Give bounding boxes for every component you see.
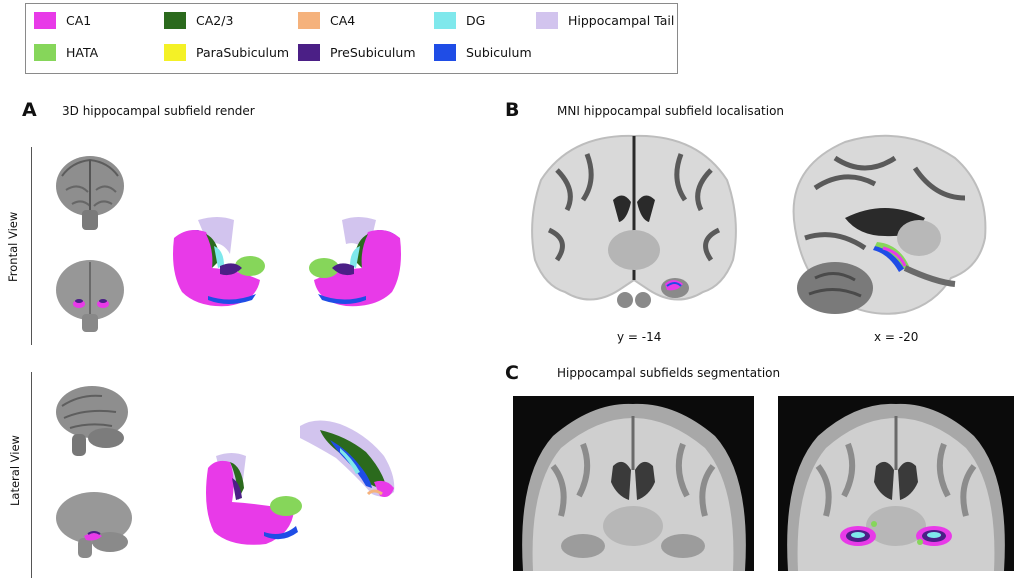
legend-item-presubiculum: PreSubiculum xyxy=(298,44,416,61)
legend-label: HATA xyxy=(66,45,99,60)
mni-coronal-slice xyxy=(531,134,737,308)
panel-c-title: Hippocampal subfields segmentation xyxy=(557,366,781,380)
sagittal-coordinate: x = -20 xyxy=(874,330,919,344)
hippocampus-lateral-left xyxy=(206,453,302,545)
legend-item-dg: DG xyxy=(434,12,485,29)
legend-box: CA1 CA2/3 CA4 DG Hippocampal Tail HATA P… xyxy=(25,3,678,74)
frontal-brain-section xyxy=(56,260,124,332)
legend-label: DG xyxy=(466,13,486,28)
legend-swatch xyxy=(164,12,186,29)
legend-swatch xyxy=(536,12,558,29)
hippocampus-lateral-right xyxy=(300,420,395,497)
legend-item-parasubiculum: ParaSubiculum xyxy=(164,44,289,61)
legend-label: Subiculum xyxy=(466,45,532,60)
hippocampus-frontal-right xyxy=(309,217,401,307)
legend-label: CA4 xyxy=(330,13,356,28)
legend-item-tail: Hippocampal Tail xyxy=(536,12,674,29)
legend-label: CA1 xyxy=(66,13,92,28)
legend-label: CA2/3 xyxy=(196,13,234,28)
coronal-coordinate: y = -14 xyxy=(617,330,662,344)
legend-swatch xyxy=(34,12,56,29)
legend-label: ParaSubiculum xyxy=(196,45,290,60)
panel-b-title: MNI hippocampal subfield localisation xyxy=(557,104,785,118)
panel-a-letter: A xyxy=(22,99,37,121)
frontal-view-label: Frontal View xyxy=(6,211,20,282)
lateral-view-label: Lateral View xyxy=(8,435,22,506)
legend-swatch xyxy=(298,12,320,29)
panel-a-title: 3D hippocampal subfield render xyxy=(62,104,255,118)
lateral-divider xyxy=(31,372,32,578)
hippocampus-frontal-left xyxy=(173,217,265,307)
lateral-brain-surface xyxy=(56,386,128,456)
legend-label: Hippocampal Tail xyxy=(568,13,675,28)
legend-swatch xyxy=(34,44,56,61)
legend-item-subiculum: Subiculum xyxy=(434,44,532,61)
legend-item-hata: HATA xyxy=(34,44,98,61)
legend-swatch xyxy=(298,44,320,61)
lateral-brain-section xyxy=(56,492,132,558)
frontal-brain-surface xyxy=(56,156,124,230)
mri-coronal-segmented xyxy=(778,396,1014,571)
mni-sagittal-slice xyxy=(792,134,987,315)
legend-label: PreSubiculum xyxy=(330,45,416,60)
mri-coronal-raw xyxy=(513,396,754,571)
panel-b-letter: B xyxy=(505,99,520,121)
legend-item-ca1: CA1 xyxy=(34,12,91,29)
legend-item-ca4: CA4 xyxy=(298,12,355,29)
legend-swatch xyxy=(434,12,456,29)
legend-item-ca23: CA2/3 xyxy=(164,12,233,29)
panel-c-letter: C xyxy=(505,362,519,384)
legend-swatch xyxy=(434,44,456,61)
legend-swatch xyxy=(164,44,186,61)
frontal-divider xyxy=(31,147,32,345)
